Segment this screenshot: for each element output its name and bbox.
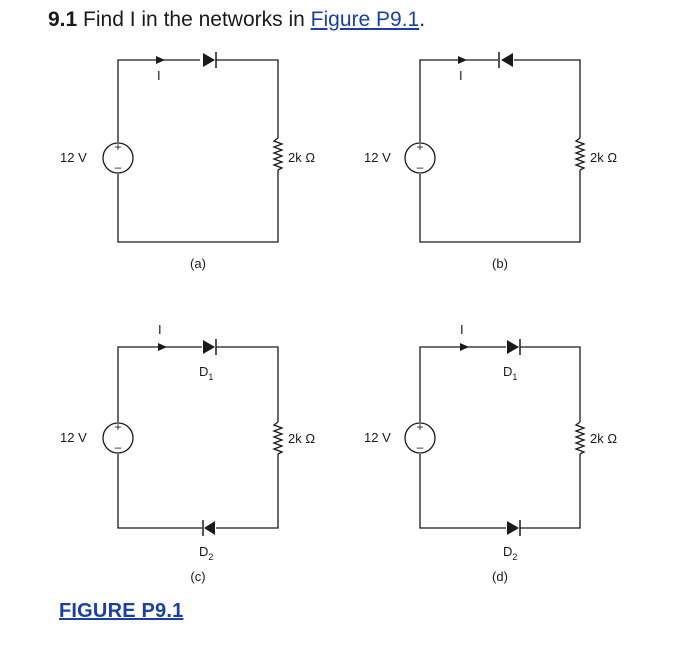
voltage-source-a [102,142,134,174]
wire-a-right [216,59,279,138]
resistor-b [574,137,586,171]
circuit-a: I + – 12 V 2k Ω (a) [60,52,315,271]
figure-caption: FIGURE P9.1 [59,600,184,622]
sublabel-d: (d) [492,569,508,584]
wire-d-bottom-right [520,454,581,529]
resistor-label-c: 2k Ω [288,431,315,446]
sublabel-b: (b) [492,256,508,271]
diode-b [501,53,513,67]
d2-label-d-letter: D [503,544,512,559]
diode-a [203,53,215,67]
problem-text: Find I in the networks in [77,8,311,31]
voltage-source-c [102,422,134,454]
circuit-c: I D1 D2 + – 12 V 2k Ω (c) [60,322,315,584]
d2-label-d-sub: 2 [512,552,517,562]
d2-label-c-letter: D [199,544,208,559]
problem-number: 9.1 [48,8,78,31]
source-minus-a: – [115,160,122,174]
source-label-d: 12 V [364,430,391,445]
current-label-d: I [460,322,464,337]
source-plus-d: + [416,420,423,434]
source-minus-d: – [417,440,424,454]
voltage-source-d [404,422,436,454]
source-plus-a: + [114,140,121,154]
sublabel-a: (a) [190,256,206,271]
source-minus-c: – [115,440,122,454]
wire-d-top [419,346,506,422]
resistor-label-b: 2k Ω [590,150,617,165]
circuit-d: I D1 D2 + – 12 V 2k Ω (d) [364,322,617,584]
d1-label-d-sub: 1 [512,372,517,382]
wire-d-bottom-left [419,454,506,529]
d2-label-c: D2 [199,544,213,562]
resistor-d [574,421,586,455]
current-arrow-d [460,343,469,351]
current-arrow-a [156,56,165,64]
voltage-source-b [404,142,436,174]
current-label-a: I [157,68,161,83]
resistor-label-a: 2k Ω [288,150,315,165]
d1-label-c-letter: D [199,364,208,379]
d2-label-c-sub: 2 [208,552,213,562]
d1-label-c: D1 [199,364,213,382]
resistor-a [272,137,284,171]
source-label-b: 12 V [364,150,391,165]
diode-d1-d [507,340,519,354]
resistor-c [272,421,284,455]
d1-label-d: D1 [503,364,517,382]
source-minus-b: – [417,160,424,174]
source-label-a: 12 V [60,150,87,165]
source-plus-c: + [114,420,121,434]
wire-c-bottom-left [117,454,202,529]
current-arrow-b [458,56,467,64]
problem-period: . [419,8,426,31]
resistor-label-d: 2k Ω [590,431,617,446]
diode-d1-c [203,340,215,354]
wire-d-right [520,346,581,422]
current-label-b: I [459,68,463,83]
wire-a-bottom [117,170,279,243]
wire-b [419,59,498,142]
wire-a [117,59,200,142]
d2-label-d: D2 [503,544,517,562]
sublabel-c: (c) [190,569,205,584]
circuit-b: I + – 12 V 2k Ω (b) [364,52,617,271]
current-label-c: I [158,322,162,337]
diode-d2-c [204,521,215,535]
d1-label-c-sub: 1 [208,372,213,382]
figure-link[interactable]: Figure P9.1 [310,8,420,31]
d1-label-d-letter: D [503,364,512,379]
wire-c-right [216,346,279,422]
wire-c-bottom-right [216,454,279,529]
current-arrow-c [158,343,167,351]
problem-statement: 9.1 Find I in the networks in Figure P9.… [48,8,425,32]
source-plus-b: + [416,140,423,154]
diode-d2-d [507,521,519,535]
wire-b-right [514,59,581,138]
wire-b-bottom [419,170,581,243]
wire-c-top [117,346,202,422]
source-label-c: 12 V [60,430,87,445]
